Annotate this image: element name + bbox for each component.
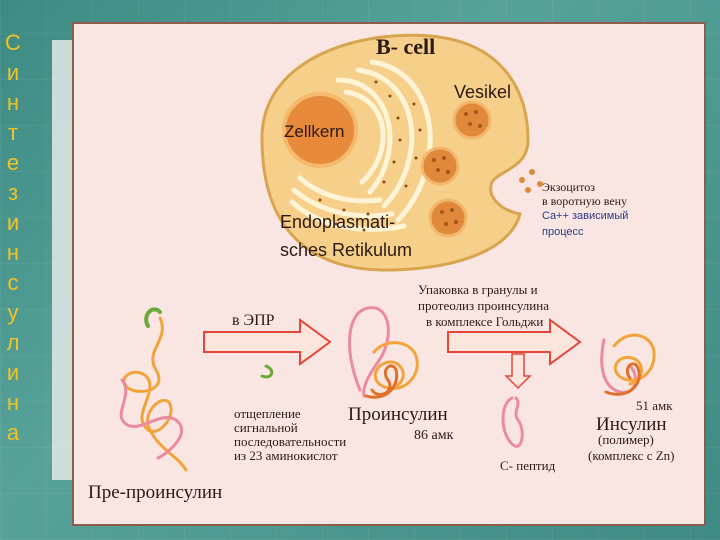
insulin-chain bbox=[600, 333, 656, 396]
side-title-letter: с bbox=[7, 270, 19, 295]
side-title-letter: н bbox=[6, 90, 20, 115]
side-title-letter: н bbox=[6, 390, 20, 415]
ca-label-line2: процесс bbox=[542, 226, 584, 238]
er-label-line2: sches Retikulum bbox=[280, 240, 413, 260]
nucleus-label: Zellkern bbox=[284, 122, 345, 141]
golgi-label-line2: протеолиз проинсулина bbox=[418, 298, 549, 313]
ca-label-line1: Ca++ зависимый bbox=[542, 210, 629, 222]
er-ribosome-dots bbox=[318, 80, 422, 232]
insulin-aa-label: 51 амк bbox=[636, 398, 673, 413]
golgi-label-line1: Упаковка в гранулы и bbox=[418, 282, 538, 297]
arrow-to-er bbox=[203, 318, 332, 366]
vesicle-granules bbox=[432, 110, 482, 226]
exocytosis-granules bbox=[519, 169, 543, 193]
insulin-label: Инсулин bbox=[596, 414, 667, 435]
side-title-letter: е bbox=[6, 150, 20, 175]
cell-title: B- cell bbox=[376, 34, 436, 59]
side-title: С и н т е з и н с у л и н а bbox=[0, 28, 26, 448]
golgi-label-line3: в комплексе Гольджи bbox=[426, 314, 544, 329]
arrow-down bbox=[504, 353, 532, 390]
nucleus bbox=[282, 92, 358, 168]
preproinsulin-chain bbox=[119, 307, 188, 472]
c-peptide-chain bbox=[501, 396, 524, 448]
side-title-letter: н bbox=[6, 240, 20, 265]
to-er-label: в ЭПР bbox=[232, 312, 275, 329]
side-title-letter: С bbox=[5, 30, 21, 55]
er-arcs bbox=[289, 59, 433, 232]
exocytosis-label-line1: Экзоцитоз bbox=[542, 180, 595, 194]
side-title-letter: и bbox=[6, 360, 20, 385]
cleave-label-line1: отщепление bbox=[234, 406, 301, 421]
c-peptide-label: C- пептид bbox=[500, 458, 556, 473]
side-title-letter: з bbox=[7, 180, 19, 205]
er-label-line1: Endoplasmati- bbox=[280, 212, 396, 232]
side-title-letter: л bbox=[6, 330, 20, 355]
side-title-letter: и bbox=[6, 60, 20, 85]
vesicle-label: Vesikel bbox=[454, 82, 512, 102]
side-title-letter: у bbox=[7, 300, 19, 325]
insulin-note-line2: (комплекс с Zn) bbox=[588, 448, 675, 463]
insulin-note-line1: (полимер) bbox=[598, 432, 654, 447]
signal-fragment bbox=[260, 364, 274, 379]
cleave-label-line3: последовательности bbox=[234, 434, 347, 449]
preproinsulin-label: Пре-проинсулин bbox=[88, 482, 223, 503]
cleave-label-line2: сигнальной bbox=[234, 420, 298, 435]
side-title-letter: и bbox=[6, 210, 20, 235]
cleave-label-line4: из 23 аминокислот bbox=[234, 448, 338, 463]
vesicles bbox=[420, 100, 492, 238]
exocytosis-label-line2: в воротную вену bbox=[542, 194, 628, 208]
proinsulin-label: Проинсулин bbox=[348, 404, 448, 425]
arrow-to-golgi bbox=[447, 318, 582, 366]
side-title-letter: а bbox=[6, 420, 20, 445]
proinsulin-aa-label: 86 амк bbox=[414, 428, 454, 443]
proinsulin-chain bbox=[348, 306, 419, 399]
side-title-letter: т bbox=[7, 120, 19, 145]
